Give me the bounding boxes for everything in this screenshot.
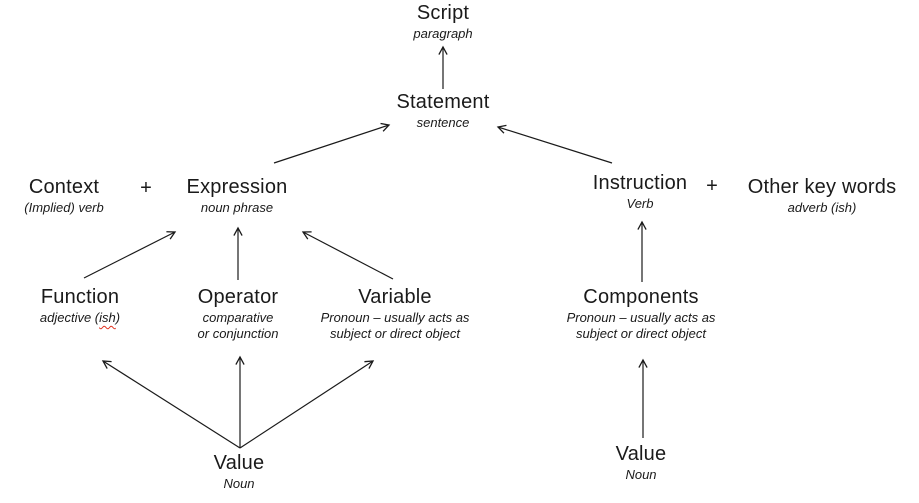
node-function: Function adjective (ish) [40, 286, 120, 326]
node-operator: Operator comparative or conjunction [198, 286, 279, 342]
node-expression: Expression noun phrase [187, 176, 288, 216]
node-value-left-title: Value [213, 452, 265, 474]
node-value-right-title: Value [615, 443, 667, 465]
arrow-expression-to-statement [273, 122, 391, 164]
node-value-left-subtitle: Noun [223, 476, 255, 491]
node-expression-subtitle: noun phrase [200, 200, 274, 215]
node-components-title: Components [583, 286, 699, 308]
arrow-value-left-to-variable [239, 360, 375, 449]
node-components: Components Pronoun – usually acts as sub… [567, 286, 716, 342]
node-function-subtitle: adjective (ish) [40, 310, 120, 326]
node-operator-subtitle: comparative or conjunction [197, 310, 279, 341]
plus-sign-left: + [140, 177, 152, 199]
node-operator-title: Operator [197, 286, 279, 308]
node-context-title: Context [28, 176, 100, 198]
node-expression-title: Expression [186, 176, 288, 198]
node-statement: Statement sentence [397, 91, 490, 131]
node-script-subtitle: paragraph [413, 26, 473, 41]
node-other-key-words: Other key words adverb (ish) [748, 176, 897, 216]
node-components-subtitle: Pronoun – usually acts as subject or dir… [566, 310, 716, 341]
node-value-right: Value Noun [616, 443, 667, 483]
node-instruction-title: Instruction [592, 172, 688, 194]
arrow-value-left-to-function [101, 360, 241, 449]
node-script: Script paragraph [413, 2, 472, 42]
node-value-right-subtitle: Noun [625, 467, 657, 482]
node-function-subtitle-prefix: adjective ( [39, 310, 100, 325]
node-instruction-subtitle: Verb [626, 196, 654, 211]
node-variable-title: Variable [358, 286, 432, 308]
node-variable: Variable Pronoun – usually acts as subje… [321, 286, 470, 342]
node-script-title: Script [416, 2, 470, 24]
node-statement-subtitle: sentence [416, 115, 470, 130]
node-context-subtitle: (Implied) verb [24, 200, 104, 215]
arrow-function-to-expression [83, 231, 177, 279]
node-value-left: Value Noun [214, 452, 265, 492]
node-function-title: Function [40, 286, 120, 308]
node-context: Context (Implied) verb [24, 176, 103, 216]
node-instruction: Instruction Verb [593, 172, 687, 212]
node-function-subtitle-suffix: ) [115, 310, 121, 325]
arrow-instruction-to-statement [496, 124, 613, 164]
node-variable-subtitle: Pronoun – usually acts as subject or dir… [320, 310, 470, 341]
plus-sign-right: + [706, 175, 718, 197]
node-other-key-words-title: Other key words [747, 176, 897, 198]
arrow-variable-to-expression [301, 231, 394, 280]
node-statement-title: Statement [396, 91, 490, 113]
node-other-key-words-subtitle: adverb (ish) [787, 200, 857, 215]
node-function-subtitle-misspelled-word: ish [99, 310, 116, 325]
